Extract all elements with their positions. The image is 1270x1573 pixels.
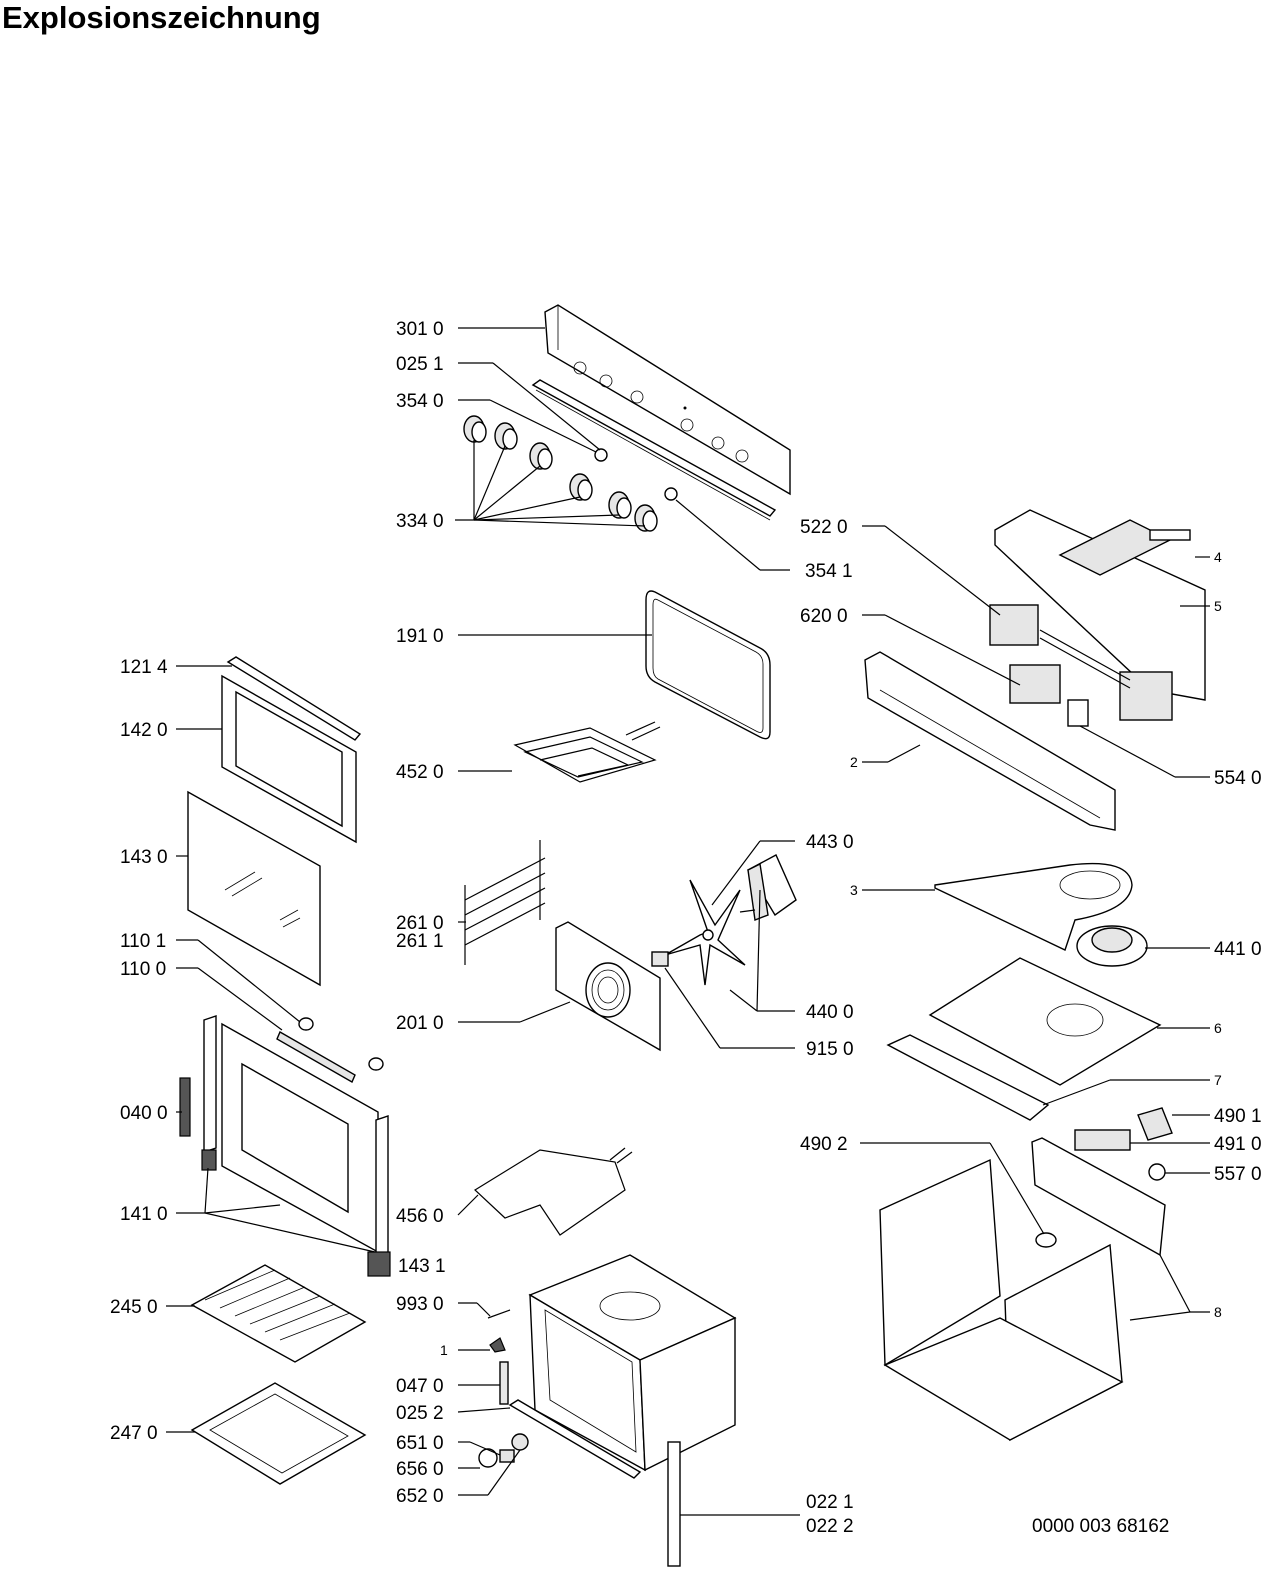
label-143-1: 143 1 (398, 1256, 446, 1277)
label-301-0: 301 0 (396, 319, 444, 340)
label-443-0: 443 0 (806, 832, 854, 853)
label-490-1: 490 1 (1214, 1106, 1262, 1127)
label-440-0: 440 0 (806, 1002, 854, 1023)
label-143-0: 143 0 (120, 847, 168, 868)
label-2: 2 (850, 754, 858, 770)
label-025-2: 025 2 (396, 1403, 444, 1424)
label-6: 6 (1214, 1020, 1222, 1036)
switch-components (1074, 1107, 1173, 1181)
label-142-0: 142 0 (120, 720, 168, 741)
side-rack-rails (464, 840, 546, 965)
label-490-2: 490 2 (800, 1134, 848, 1155)
door-handle (276, 1017, 384, 1083)
part-labels: 301 0 025 1 354 0 334 0 354 1 522 0 4 5 … (110, 319, 1262, 1537)
label-261-0: 261 0 (396, 913, 444, 934)
label-652-0: 652 0 (396, 1486, 444, 1507)
label-354-1: 354 1 (805, 561, 853, 582)
door-hinge-clip (367, 1251, 391, 1277)
inner-door-glass (187, 790, 321, 987)
document-number: 0000 003 68162 (1032, 1516, 1169, 1537)
label-110-0: 110 0 (120, 959, 166, 980)
callout-lines (166, 327, 1210, 1516)
label-334-0: 334 0 (396, 511, 444, 532)
label-557-0: 557 0 (1214, 1164, 1262, 1185)
label-354-0: 354 0 (396, 391, 444, 412)
oven-door-seal (645, 590, 771, 740)
label-5: 5 (1214, 598, 1222, 614)
label-191-0: 191 0 (396, 626, 444, 647)
label-441-0: 441 0 (1214, 939, 1262, 960)
label-247-0: 247 0 (110, 1423, 158, 1444)
fascia-bracket (864, 651, 1116, 831)
front-trim-strip (667, 1441, 681, 1567)
grill-heating-element (474, 1147, 633, 1236)
inner-door-frame (179, 1015, 389, 1262)
outer-casing (879, 1137, 1166, 1442)
control-knobs (463, 415, 678, 532)
label-452-0: 452 0 (396, 762, 444, 783)
label-245-0: 245 0 (110, 1297, 158, 1318)
label-141-0: 141 0 (120, 1204, 168, 1225)
oven-rear-panel (555, 921, 661, 1052)
fan-motor (739, 854, 797, 921)
label-915-0: 915 0 (806, 1039, 854, 1060)
label-656-0: 656 0 (396, 1459, 444, 1480)
label-7: 7 (1214, 1072, 1222, 1088)
small-fittings (478, 1309, 642, 1479)
top-heating-element (513, 721, 661, 783)
label-022-2: 022 2 (806, 1516, 854, 1537)
oven-cavity (528, 1254, 737, 1472)
label-491-0: 491 0 (1214, 1134, 1262, 1155)
label-620-0: 620 0 (800, 606, 848, 627)
label-651-0: 651 0 (396, 1433, 444, 1454)
label-1: 1 (440, 1342, 448, 1358)
cooling-fan (1076, 925, 1148, 967)
label-110-1: 110 1 (120, 931, 166, 952)
outer-door-panel (221, 674, 357, 844)
label-040-0: 040 0 (120, 1103, 168, 1124)
label-456-0: 456 0 (396, 1206, 444, 1227)
label-522-0: 522 0 (800, 517, 848, 538)
label-121-4: 121 4 (120, 657, 168, 678)
cooling-duct (934, 862, 1133, 951)
front-cover-strip (886, 1034, 1050, 1121)
fan-blade (651, 879, 746, 986)
label-4: 4 (1214, 549, 1222, 565)
label-3: 3 (850, 882, 858, 898)
oven-rack (190, 1264, 367, 1363)
label-261-1: 261 1 (396, 931, 444, 952)
label-025-1: 025 1 (396, 354, 444, 375)
cover-plate (928, 957, 1162, 1086)
control-panel-front (544, 304, 791, 496)
label-047-0: 047 0 (396, 1376, 444, 1397)
control-panel-rail (531, 379, 777, 521)
page-title: Explosionszeichnung (2, 0, 321, 35)
label-201-0: 201 0 (396, 1013, 444, 1034)
label-8: 8 (1214, 1304, 1222, 1320)
electronics-assembly (989, 509, 1206, 727)
label-022-1: 022 1 (806, 1492, 854, 1513)
baking-tray (190, 1382, 367, 1485)
label-993-0: 993 0 (396, 1294, 444, 1315)
label-554-0: 554 0 (1214, 768, 1262, 789)
door-top-trim (226, 656, 362, 741)
